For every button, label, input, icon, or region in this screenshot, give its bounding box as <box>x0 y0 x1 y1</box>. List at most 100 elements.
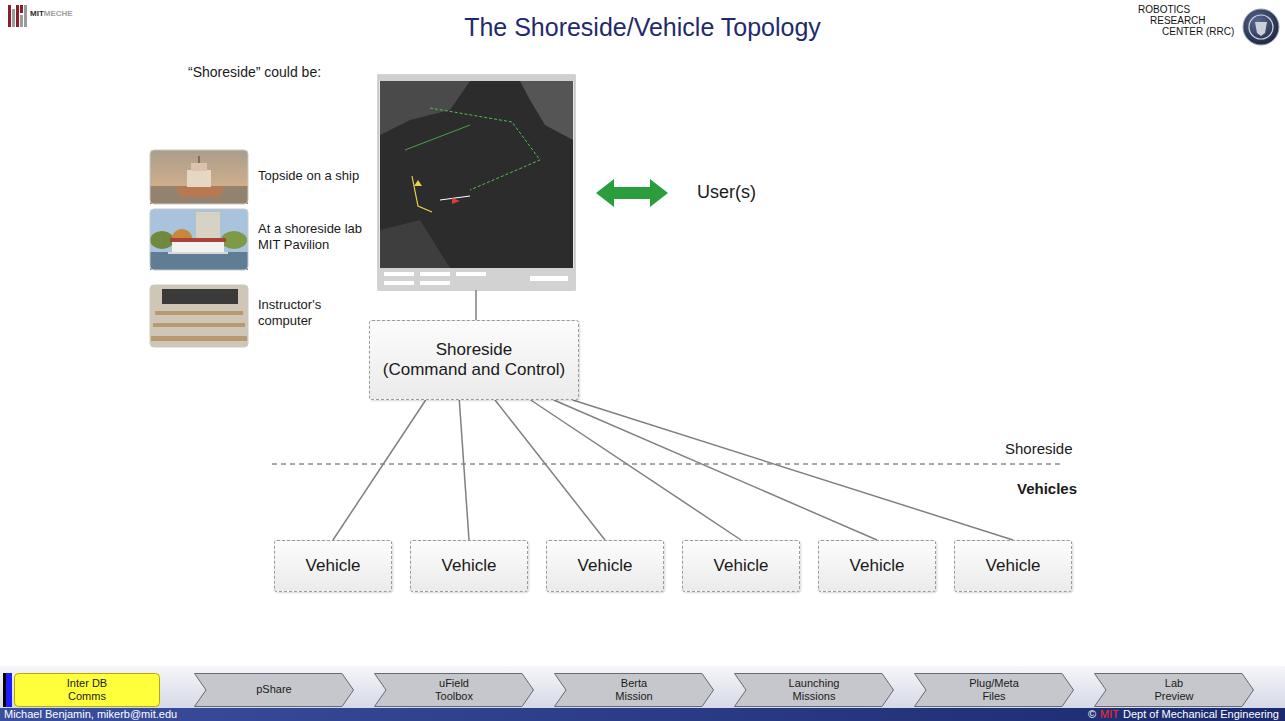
node-text: pShare <box>245 683 303 696</box>
shape-outline <box>915 674 1074 707</box>
photo-dock <box>168 252 228 254</box>
panel-field <box>420 281 450 285</box>
pavilion-roof <box>170 238 226 242</box>
link-line <box>459 400 469 540</box>
map-path <box>412 176 432 212</box>
link-line <box>554 400 877 540</box>
divider-line <box>272 464 1064 465</box>
panel-field <box>420 272 450 276</box>
photo-caption: Instructor's computer <box>258 297 353 328</box>
nav-marker <box>3 673 6 707</box>
shape-outline <box>195 674 354 707</box>
photo-caption: At a shoreside lab MIT Pavilion <box>258 221 386 252</box>
panel-field <box>456 272 486 276</box>
node-text: Vehicle <box>306 556 361 576</box>
screen-link <box>475 290 477 320</box>
node-text: Vehicle <box>714 556 769 576</box>
org-name: CENTER (RRC) <box>1162 26 1234 38</box>
link-line <box>573 400 1013 540</box>
classroom-photo <box>150 285 248 347</box>
pavilion-photo <box>150 209 248 270</box>
node-text: Inter DB Comms <box>58 677 116 703</box>
nav-band <box>0 666 1285 708</box>
node-text: Vehicle <box>578 556 633 576</box>
logo-text: MIT <box>30 9 44 19</box>
logo-text: MECHE <box>44 9 73 19</box>
node-text: Vehicle <box>986 556 1041 576</box>
vehicle-marker <box>452 198 460 204</box>
photo-desk <box>151 336 247 341</box>
node-text: uField Toolbox <box>425 677 483 703</box>
node-text: Plug/Meta Files <box>965 677 1023 703</box>
footer-band <box>0 708 1285 721</box>
ship-hull <box>176 187 224 197</box>
screen-map <box>380 81 573 268</box>
node-text: Vehicle <box>442 556 497 576</box>
footer-copyright: Dept of Mechanical Engineering <box>1123 708 1279 721</box>
map-land <box>380 81 470 135</box>
photo-frame <box>150 209 248 270</box>
screen-frame <box>378 75 575 290</box>
photo-wall <box>150 285 248 347</box>
link-line <box>495 400 605 540</box>
logo-bar <box>16 5 19 27</box>
vehicle-box: Vehicle <box>818 540 936 592</box>
map-track <box>405 125 470 150</box>
map-land <box>380 220 450 268</box>
shape-outline <box>1095 674 1254 707</box>
photo-caption: Topside on a ship <box>258 168 359 184</box>
vehicle-box: Vehicle <box>682 540 800 592</box>
footer-copyright: MIT <box>1100 708 1119 721</box>
node-text: Launching Missions <box>785 677 843 703</box>
ship-photo <box>150 150 248 204</box>
nav-tab-active: Inter DB Comms <box>14 673 160 707</box>
meche-logo <box>8 5 27 27</box>
photo-sky <box>150 150 248 204</box>
nav-chevron: pShare <box>194 673 354 707</box>
double-arrow <box>596 179 668 207</box>
nav-chevron: Lab Preview <box>1094 673 1254 707</box>
copyright-line: © MIT Dept of Mechanical Engineering <box>1088 708 1279 721</box>
node-text: Vehicle <box>850 556 905 576</box>
zone-label: Shoreside <box>1005 440 1073 458</box>
logo-bar <box>12 9 15 27</box>
footer-copyright: © <box>1088 708 1096 721</box>
zone-label: Vehicles <box>1017 480 1077 498</box>
panel-field <box>530 276 568 281</box>
photo-sky <box>150 209 248 270</box>
photo-frame <box>150 285 248 347</box>
logo-bar <box>20 15 23 27</box>
nav-chevron: Launching Missions <box>734 673 894 707</box>
panel-field <box>384 272 414 276</box>
photo-water <box>150 252 248 270</box>
screen-panel <box>378 268 575 290</box>
logo-bar <box>8 5 11 27</box>
screen-toolbar <box>378 75 575 81</box>
ship-bridge <box>191 163 207 171</box>
map-land <box>520 81 573 140</box>
vehicle-marker <box>414 180 422 186</box>
shape-outline <box>735 674 894 707</box>
shape-outline <box>555 674 714 707</box>
logo-bar <box>24 5 27 27</box>
photo-desk <box>153 323 245 327</box>
logo-text: MITMECHE <box>30 9 73 19</box>
pavilion-house <box>172 241 224 252</box>
node-text: Lab Preview <box>1145 677 1203 703</box>
link-line <box>531 400 741 540</box>
vehicle-box: Vehicle <box>546 540 664 592</box>
photo-building <box>196 212 220 242</box>
emblem-shield <box>1255 22 1267 36</box>
user-label: User(s) <box>697 182 756 204</box>
node-text: Berta Mission <box>605 677 663 703</box>
node-text: Shoreside <box>436 340 513 360</box>
panel-field <box>384 281 414 285</box>
vehicle-box: Vehicle <box>410 540 528 592</box>
node-text: (Command and Control) <box>383 360 565 380</box>
rrc-emblem <box>1243 9 1279 45</box>
nav-chevron: Berta Mission <box>554 673 714 707</box>
shape-outline <box>375 674 534 707</box>
